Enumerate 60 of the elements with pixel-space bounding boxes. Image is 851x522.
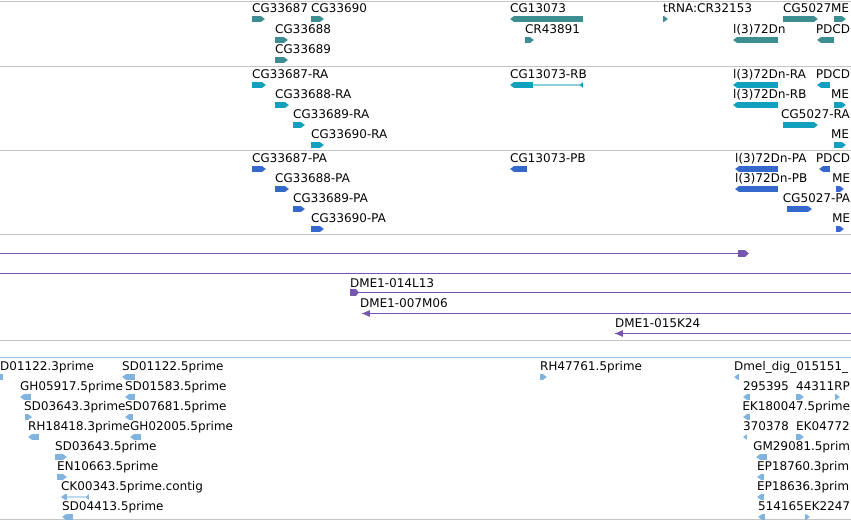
feature-label: DME1-015K24 xyxy=(615,316,700,330)
feature-label: CG33689-PA xyxy=(293,191,368,205)
feature-label: l(3)72Dn-RA xyxy=(733,67,806,81)
feature-label: EN10663.5prime xyxy=(57,459,158,473)
feature-label: SD01122.5prime xyxy=(122,359,224,373)
feature-label: 370378 xyxy=(743,419,789,433)
feature-label: CG13073-RB xyxy=(510,67,587,81)
feature-label: CG33689 xyxy=(275,42,331,56)
feature-label: ME xyxy=(832,171,850,185)
feature-label: CG33688 xyxy=(275,22,331,36)
feature-label: ME xyxy=(831,1,849,15)
feature-label: RH18418.3prime xyxy=(28,419,130,433)
feature-label: l(3)72Dn-PB xyxy=(735,171,808,185)
feature-label: SD03643.5prime xyxy=(55,439,156,453)
feature-label: CG33690 xyxy=(311,1,367,15)
feature-label: SD04413.5prime xyxy=(62,499,164,513)
feature-label: PDCD xyxy=(816,151,850,165)
feature-label: PDCD xyxy=(816,22,850,36)
feature-label: CG5027-RA xyxy=(781,107,850,121)
feature-label: PDCD xyxy=(816,67,850,81)
feature-label: DME1-007M06 xyxy=(360,296,448,310)
feature-label: ME xyxy=(832,211,850,225)
feature-label: 44311RP xyxy=(796,379,850,393)
feature-label: GH05917.5prime xyxy=(20,379,123,393)
feature-label: CG13073-PB xyxy=(510,151,586,165)
feature-label: CG33690-RA xyxy=(311,127,388,141)
feature-label: EP18636.3prim xyxy=(757,479,850,493)
feature-label: CG33687 xyxy=(252,1,308,15)
feature-label: SD01583.5prime xyxy=(125,379,226,393)
feature-label: CG33689-RA xyxy=(293,107,370,121)
feature-label: EK2247 xyxy=(804,499,850,513)
feature-label: ME xyxy=(831,87,849,101)
feature-label: l(3)72Dn-RB xyxy=(733,87,806,101)
feature-label: RH47761.5prime xyxy=(540,359,642,373)
feature-label: CG33687-RA xyxy=(252,67,328,81)
feature-label: EK04772 xyxy=(796,419,850,433)
feature-label: D01122.3prime xyxy=(0,359,94,373)
feature-label: CK00343.5prime.contig xyxy=(61,479,203,493)
feature-label: Dmel_dig_015151_ xyxy=(734,359,848,373)
feature-label: 295395 xyxy=(743,379,789,393)
feature-label: SD03643.3prime xyxy=(24,399,126,413)
feature-label: ME xyxy=(831,127,849,141)
feature-label: CG13073 xyxy=(510,1,566,15)
feature-label: EP18760.3prim xyxy=(757,459,850,473)
feature-label: CG5027 xyxy=(783,1,832,15)
feature-label: tRNA:CR32153 xyxy=(663,1,752,15)
feature-label: DME1-014L13 xyxy=(350,276,434,290)
feature-label: CG33688-RA xyxy=(275,87,352,101)
feature-label: 514165 xyxy=(758,499,804,513)
feature-label: CG33687-PA xyxy=(252,151,327,165)
feature-label: CR43891 xyxy=(525,22,580,36)
feature-label: GM29081.5prim xyxy=(753,439,850,453)
feature-label: CG33690-PA xyxy=(311,211,386,225)
feature-label: EK180047.5prime xyxy=(742,399,850,413)
feature-label: CG33688-PA xyxy=(275,171,350,185)
feature-label: GH02005.5prime xyxy=(130,419,233,433)
feature-label: l(3)72Dn-PA xyxy=(735,151,806,165)
feature-label: CG5027-PA xyxy=(782,191,850,205)
feature-label: SD07681.5prime xyxy=(125,399,226,413)
feature-label: l(3)72Dn xyxy=(733,22,786,36)
